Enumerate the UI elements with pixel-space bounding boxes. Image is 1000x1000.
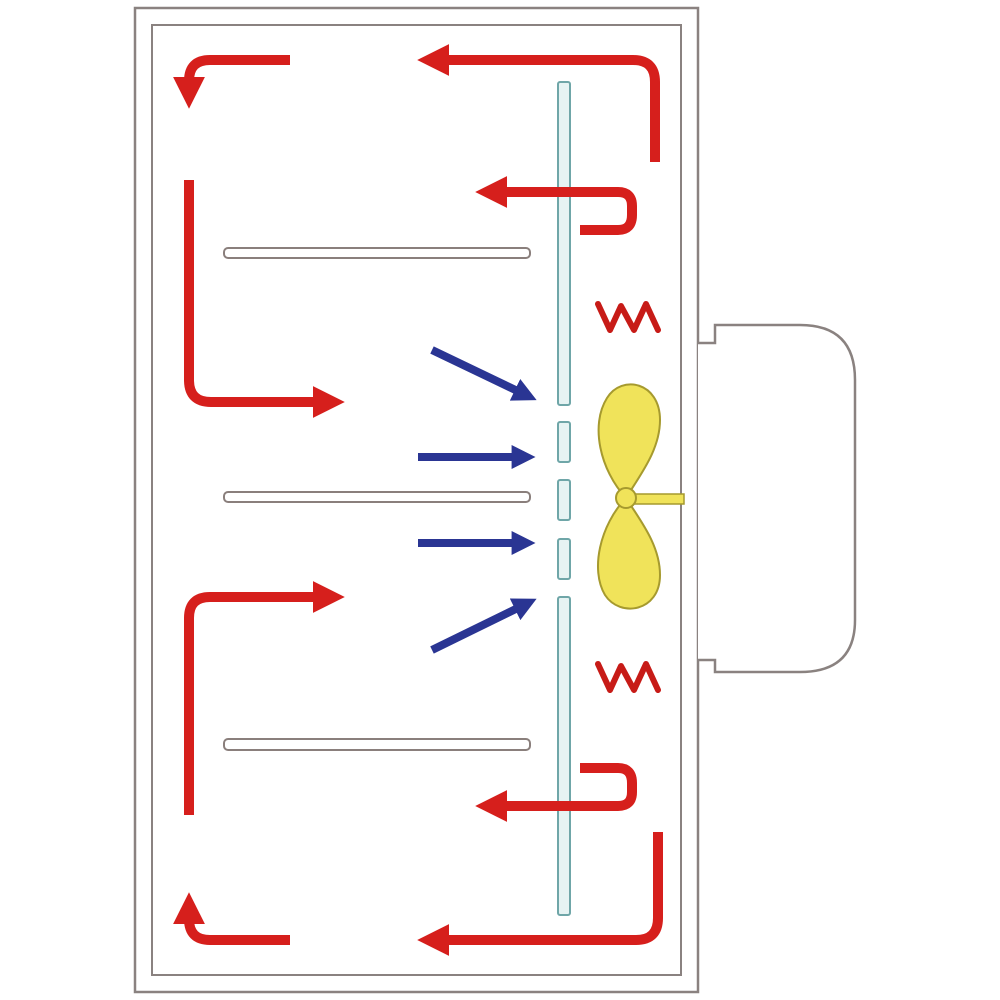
- red-arrow-icon: [184, 180, 345, 419]
- red-arrow-icon: [475, 175, 637, 235]
- fan-hub: [615, 487, 637, 509]
- baffle-slot-1: [557, 421, 571, 463]
- shelf-top: [223, 247, 531, 259]
- shelf-bottom: [223, 738, 531, 751]
- red-arrow-icon: [172, 55, 290, 109]
- fan-blade-lower: [597, 496, 662, 610]
- shelves: [223, 247, 531, 751]
- motor-housing: [698, 323, 857, 674]
- hot-air-flow: [172, 43, 663, 957]
- red-arrow-icon: [417, 832, 663, 957]
- baffle-slot-3: [557, 538, 571, 580]
- heaters: [595, 301, 661, 693]
- blue-arrow-icon: [430, 598, 537, 654]
- blue-arrow-icon: [430, 346, 537, 401]
- red-arrow-icon: [184, 580, 345, 815]
- red-arrow-icon: [417, 43, 660, 162]
- red-arrow-icon: [172, 892, 290, 945]
- fan-blade-upper: [597, 383, 662, 500]
- red-arrow-icon: [475, 763, 637, 823]
- zigzag-heater-icon: [595, 301, 661, 333]
- motor-housing-outline: [698, 323, 857, 674]
- baffle: [557, 81, 571, 916]
- zigzag-heater-icon: [595, 661, 661, 693]
- baffle-lower-segment: [557, 596, 571, 916]
- baffle-slot-2: [557, 479, 571, 521]
- baffle-upper-segment: [557, 81, 571, 406]
- cool-air-flow: [418, 346, 537, 654]
- shelf-middle: [223, 491, 531, 503]
- fan-icon: [597, 383, 685, 610]
